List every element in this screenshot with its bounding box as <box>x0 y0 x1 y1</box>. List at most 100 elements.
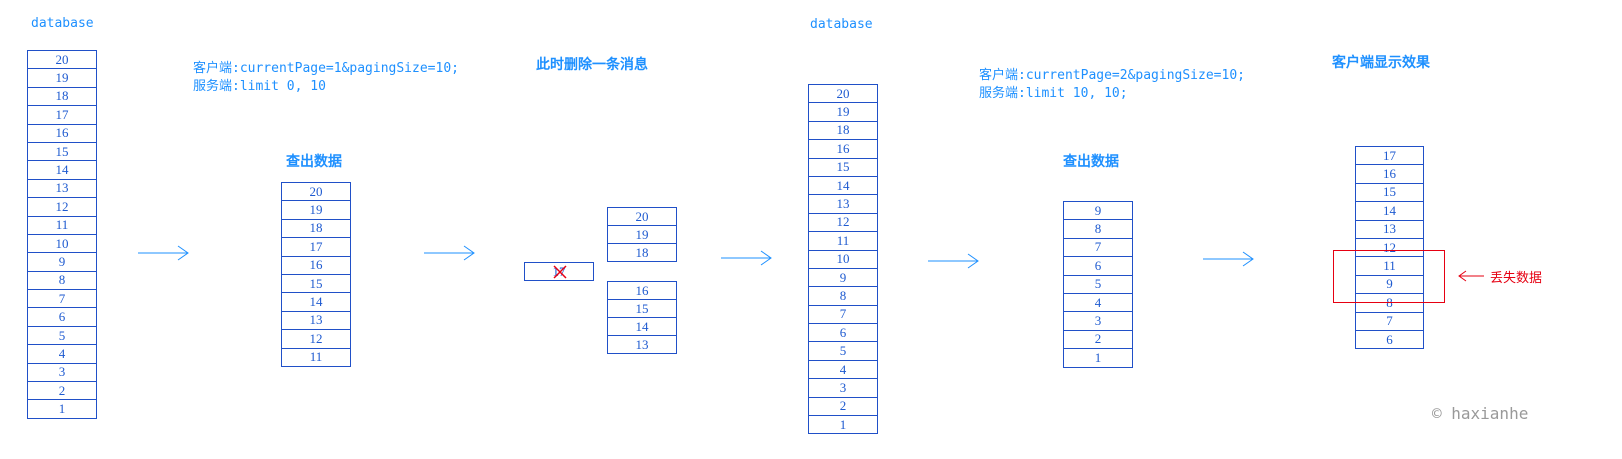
table-cell: 6 <box>1063 256 1133 276</box>
table-cell: 15 <box>27 141 97 162</box>
table-cell: 16 <box>808 139 878 159</box>
table-cell: 13 <box>1355 219 1424 239</box>
table-cell: 14 <box>1355 201 1424 221</box>
table-cell: 10 <box>808 249 878 269</box>
table-cell: 15 <box>1355 182 1424 203</box>
table-cell: 2 <box>808 396 878 417</box>
table-cell: 20 <box>281 182 351 202</box>
table-cell: 3 <box>1063 311 1133 331</box>
server-query-1: 服务端:limit 0, 10 <box>193 79 326 94</box>
watermark: © haxianhe <box>1432 404 1529 423</box>
table-cell: 13 <box>808 194 878 214</box>
server-query-2: 服务端:limit 10, 10; <box>979 86 1128 101</box>
table-cell: 19 <box>27 68 97 88</box>
table-cell: 17 <box>1355 146 1424 166</box>
table-cell: 4 <box>27 344 97 364</box>
table-cell: 13 <box>281 310 351 331</box>
table-cell: 10 <box>27 233 97 254</box>
table-cell: 12 <box>27 197 97 217</box>
delete-cross-icon <box>553 265 567 279</box>
table-cell: 17 <box>27 105 97 125</box>
table-cell: 11 <box>27 215 97 235</box>
table-cell: 1 <box>27 399 97 419</box>
table-cell: 7 <box>808 304 878 325</box>
data-loss-highlight-box <box>1333 250 1445 303</box>
table-cell: 12 <box>281 329 351 349</box>
client-request-2: 客户端:currentPage=2&pagingSize=10; <box>979 68 1245 83</box>
query-result-title-1: 查出数据 <box>286 154 342 170</box>
loss-pointer-arrow-icon <box>1458 270 1484 282</box>
deleted-cell: 17 <box>524 262 594 281</box>
table-cell: 1 <box>808 415 878 435</box>
table-cell: 3 <box>27 362 97 383</box>
table-cell: 14 <box>607 317 677 336</box>
table-cell: 4 <box>1063 292 1133 313</box>
table-cell: 8 <box>27 270 97 291</box>
table-cell: 18 <box>281 218 351 239</box>
table-cell: 14 <box>27 160 97 180</box>
query-result-title-2: 查出数据 <box>1063 154 1119 170</box>
table-cell: 11 <box>281 347 351 367</box>
table-cell: 6 <box>27 307 97 327</box>
client-request-1: 客户端:currentPage=1&pagingSize=10; <box>193 61 459 76</box>
table-cell: 7 <box>1063 237 1133 258</box>
table-cell: 19 <box>607 225 677 244</box>
table-cell: 15 <box>808 157 878 177</box>
table-cell: 16 <box>607 281 677 300</box>
table-cell: 11 <box>808 231 878 251</box>
table-cell: 13 <box>607 335 677 354</box>
table-cell: 16 <box>27 123 97 143</box>
table-cell: 17 <box>281 237 351 257</box>
table-cell: 4 <box>808 359 878 380</box>
table-cell: 7 <box>27 289 97 309</box>
table-cell: 6 <box>808 323 878 343</box>
table-cell: 5 <box>27 325 97 346</box>
table-cell: 7 <box>1355 311 1424 331</box>
table-cell: 15 <box>607 299 677 318</box>
table-cell: 16 <box>1355 164 1424 184</box>
table-cell: 14 <box>281 292 351 312</box>
table-cell: 18 <box>607 243 677 262</box>
table-cell: 9 <box>27 252 97 272</box>
table-cell: 18 <box>808 120 878 141</box>
flow-arrow-5-icon <box>1203 251 1254 267</box>
table-cell: 13 <box>27 178 97 199</box>
flow-arrow-2-icon <box>424 245 475 261</box>
table-cell: 11 <box>1355 256 1424 276</box>
table-cell: 8 <box>808 286 878 306</box>
table-cell: 8 <box>1063 219 1133 239</box>
table-cell: 20 <box>27 50 97 70</box>
table-cell: 16 <box>281 255 351 275</box>
table-cell: 6 <box>1355 329 1424 350</box>
table-cell: 15 <box>281 273 351 294</box>
table-cell: 14 <box>808 175 878 196</box>
table-cell: 9 <box>808 267 878 288</box>
deleted-item: 17 <box>524 262 594 281</box>
table-cell: 18 <box>27 86 97 107</box>
table-cell: 12 <box>808 212 878 233</box>
table-cell: 19 <box>281 200 351 220</box>
table-cell: 5 <box>808 341 878 361</box>
data-loss-label: 丢失数据 <box>1490 271 1543 286</box>
client-display-title: 客户端显示效果 <box>1332 55 1430 71</box>
table-cell: 3 <box>808 378 878 398</box>
flow-arrow-1-icon <box>138 245 189 261</box>
database-label-2: database <box>810 17 873 32</box>
flow-arrow-4-icon <box>928 253 979 269</box>
flow-arrow-3-icon <box>721 250 772 266</box>
table-cell: 1 <box>1063 348 1133 368</box>
delete-message-title: 此时删除一条消息 <box>536 57 648 73</box>
table-cell: 5 <box>1063 274 1133 294</box>
table-cell: 2 <box>1063 329 1133 350</box>
database-label-1: database <box>31 16 94 31</box>
table-cell: 19 <box>808 102 878 122</box>
table-cell: 2 <box>27 381 97 401</box>
table-cell: 20 <box>607 207 677 226</box>
